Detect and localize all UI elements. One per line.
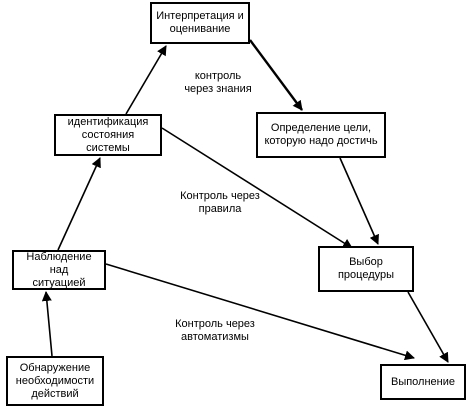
box-state-identification: идентификация состояния системы (54, 114, 162, 156)
arrow-observation-to-execution (105, 263, 415, 361)
label-rules-control: Контроль через правила (180, 190, 260, 215)
box-action-detection: Обнаружение необходимости действий (6, 356, 104, 406)
label-automatism-control: Контроль через автоматизмы (175, 318, 255, 343)
arrow-detection-to-observation (41, 291, 53, 357)
label-knowledge-control: контроль через знания (184, 70, 252, 95)
arrow-interpretation-to-goal (249, 39, 303, 111)
box-interpretation: Интерпретация и оценивание (150, 2, 250, 44)
box-procedure-selection: Выбор процедуры (318, 246, 414, 292)
arrow-identification-to-procedure (161, 127, 353, 249)
arrow-goal-to-procedure (339, 157, 379, 245)
arrow-procedure-to-execution (407, 291, 449, 363)
arrow-identification-to-interpretation (125, 45, 167, 115)
box-goal-definition: Определение цели, которую надо достичь (256, 112, 386, 158)
box-situation-observation: Наблюдение над ситуацией (12, 250, 106, 290)
arrow-observation-to-identification (57, 157, 101, 251)
box-execution: Выполнение (380, 364, 466, 400)
